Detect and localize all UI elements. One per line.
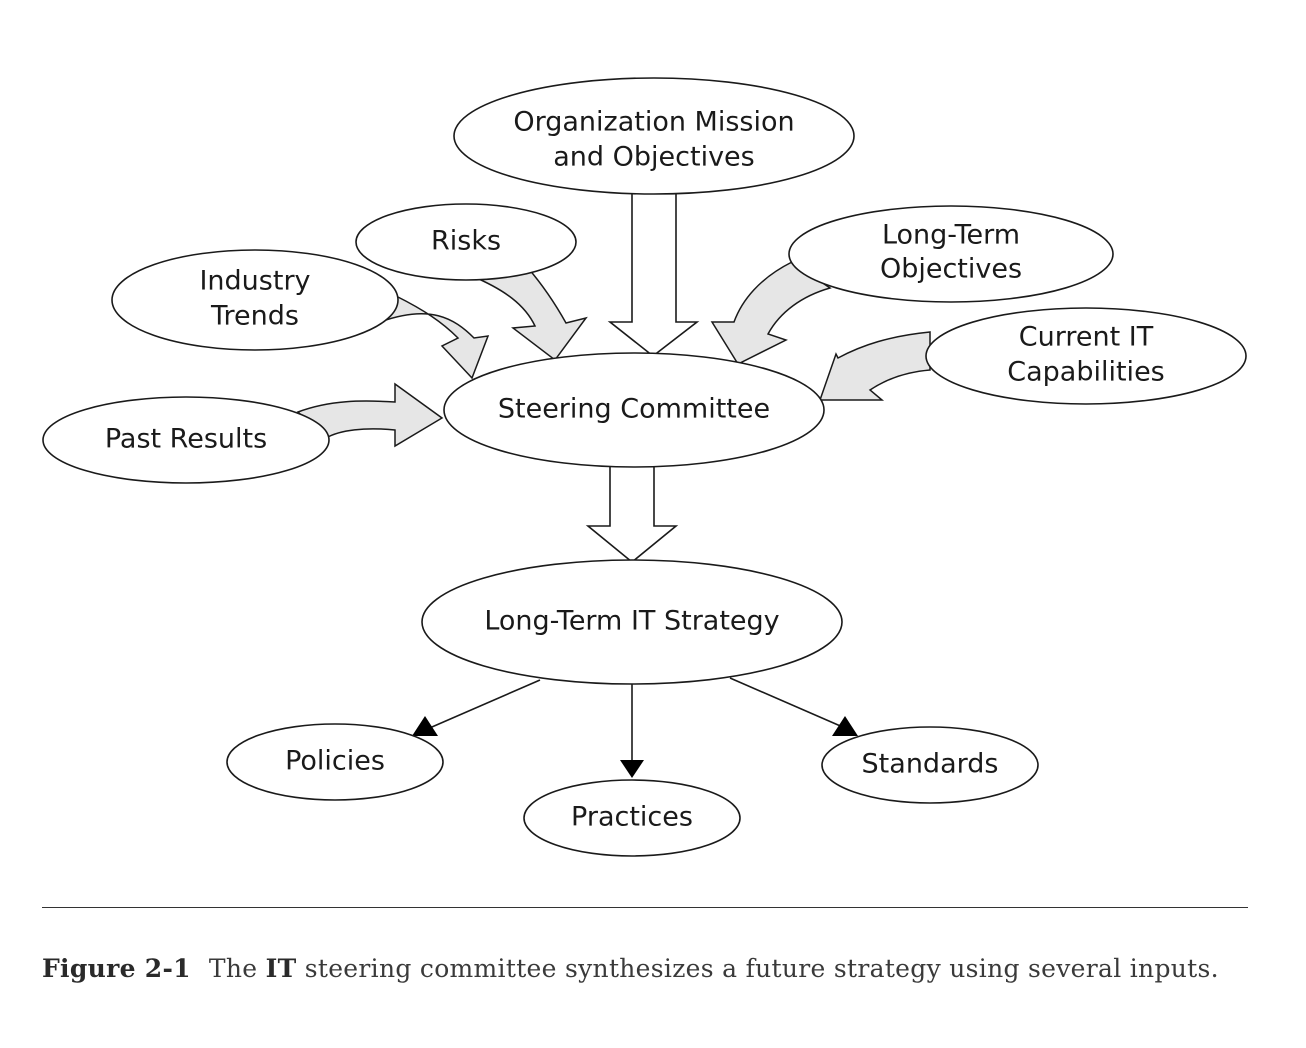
steering-committee-diagram: Organization Mission and Objectives Risk… (42, 77, 1247, 857)
node-long-term-it-strategy: Long-Term IT Strategy (421, 559, 843, 685)
node-label: Past Results (105, 424, 267, 455)
node-risks: Risks (355, 203, 577, 281)
arrow-steering-to-strategy (585, 461, 679, 564)
arrow-current-it-to-steering (818, 331, 931, 401)
figure-label: Figure 2-1 (42, 954, 191, 983)
node-industry-trends: Industry Trends (111, 249, 399, 351)
caption-text-bold: IT (265, 954, 297, 983)
node-current-it-capabilities: Current IT Capabilities (925, 307, 1247, 405)
node-label-line-1: Current IT (1019, 322, 1154, 353)
arrowhead-policies (412, 716, 438, 736)
arrow-risks-to-steering (469, 267, 588, 362)
line-strategy-to-standards (729, 677, 846, 729)
figure-caption: Figure 2-1 The IT steering committee synt… (42, 946, 1248, 992)
node-past-results: Past Results (42, 396, 330, 484)
node-long-term-objectives: Long-Term Objectives (788, 205, 1114, 303)
node-label-line-2: Capabilities (1007, 357, 1165, 388)
node-label-line-2: Trends (210, 301, 299, 332)
caption-text-before: The (208, 954, 266, 983)
node-policies: Policies (226, 723, 444, 801)
node-label: Long-Term IT Strategy (484, 606, 779, 637)
arrowhead-standards (832, 716, 858, 736)
node-label: Risks (431, 226, 501, 257)
node-label-line-2: and Objectives (553, 142, 754, 173)
node-label: Standards (862, 749, 999, 780)
node-label: Policies (285, 746, 385, 777)
node-label-line-1: Long-Term (882, 220, 1020, 251)
arrowhead-practices (620, 760, 644, 778)
node-label: Steering Committee (498, 394, 770, 425)
node-steering-committee: Steering Committee (443, 352, 825, 468)
node-label-line-2: Objectives (880, 254, 1022, 285)
node-label: Practices (571, 802, 693, 833)
node-standards: Standards (821, 726, 1039, 804)
caption-divider (42, 907, 1248, 908)
arrow-industry-to-steering (378, 295, 490, 380)
line-strategy-to-policies (424, 679, 541, 731)
node-organization-mission: Organization Mission and Objectives (453, 77, 855, 195)
caption-text-after: steering committee synthesizes a future … (296, 954, 1219, 983)
arrow-mission-to-steering (607, 189, 700, 358)
node-practices: Practices (523, 779, 741, 857)
arrow-past-results-to-steering (296, 382, 444, 448)
arrow-longterm-objectives-to-steering (710, 261, 832, 365)
node-label-line-1: Organization Mission (513, 107, 794, 138)
node-label-line-1: Industry (199, 266, 310, 297)
